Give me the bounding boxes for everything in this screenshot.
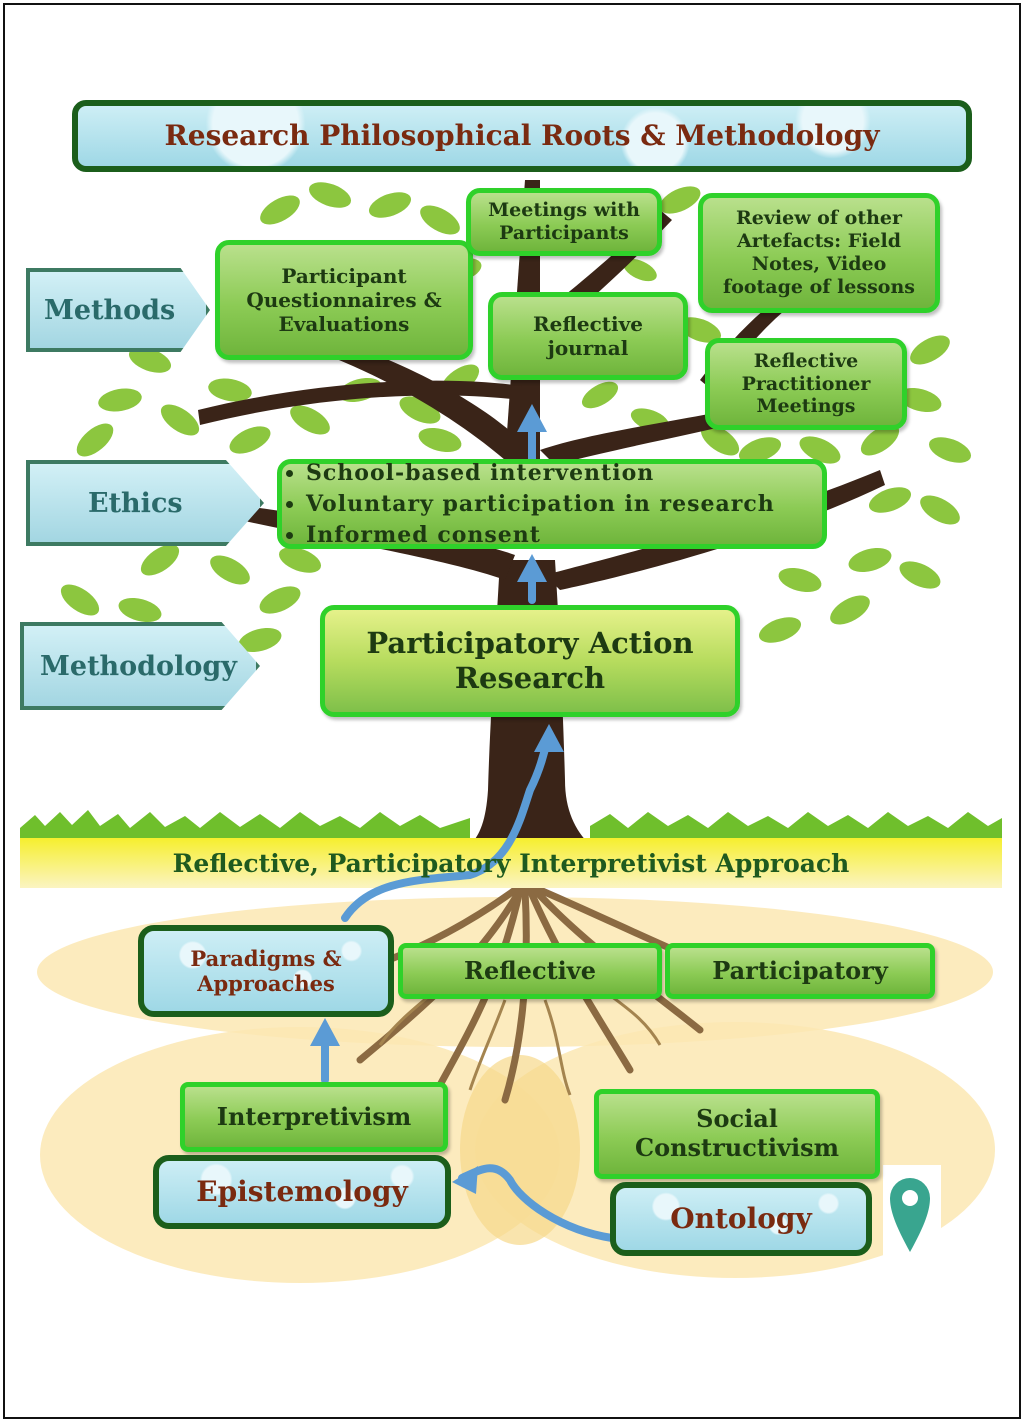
arrow-heads [310, 404, 564, 1194]
diagram-title-text: Research Philosophical Roots & Methodolo… [164, 119, 880, 153]
meetings-text: Meetings with Participants [488, 199, 640, 244]
paradigms-box: Paradigms & Approaches [138, 925, 394, 1017]
epistemology-box: Epistemology [153, 1155, 451, 1229]
review-artefacts-box: Review of other Artefacts: Field Notes, … [698, 193, 940, 313]
methodology-banner: Methodology [20, 622, 260, 710]
interpretivism-text: Interpretivism [216, 1101, 412, 1131]
methodology-text: Participatory Action Research [366, 626, 694, 695]
ontology-box: Ontology [610, 1182, 872, 1256]
location-pin-icon [883, 1165, 941, 1260]
page-frame [3, 3, 1021, 1419]
diagram-title: Research Philosophical Roots & Methodolo… [72, 100, 972, 172]
methods-banner: Methods [26, 268, 210, 352]
ontology-text: Ontology [670, 1202, 812, 1236]
participatory-paradigm-text: Participatory [712, 955, 888, 985]
methodology-box: Participatory Action Research [320, 605, 740, 717]
practitioner-meetings-box: Reflective Practitioner Meetings [705, 338, 907, 430]
questionnaires-text: Participant Questionnaires & Evaluations [246, 264, 442, 336]
methods-label: Methods [44, 294, 176, 326]
reflective-journal-box: Reflective journal [488, 292, 688, 380]
review-artefacts-text: Review of other Artefacts: Field Notes, … [723, 207, 915, 298]
ethics-label: Ethics [88, 487, 183, 519]
ethics-item: Voluntary participation in research [306, 489, 775, 520]
meetings-box: Meetings with Participants [466, 188, 662, 256]
methodology-label: Methodology [40, 650, 237, 682]
interpretivism-box: Interpretivism [180, 1082, 448, 1152]
ethics-list: School-based intervention Voluntary part… [286, 458, 775, 551]
ethics-item: Informed consent [306, 520, 775, 551]
paradigms-text: Paradigms & Approaches [190, 945, 342, 996]
reflective-paradigm-text: Reflective [464, 955, 596, 985]
ethics-item: School-based intervention [306, 458, 775, 489]
questionnaires-box: Participant Questionnaires & Evaluations [215, 240, 473, 360]
epistemology-text: Epistemology [196, 1175, 408, 1209]
reflective-paradigm-box: Reflective [398, 943, 662, 999]
social-constructivism-box: Social Constructivism [594, 1089, 880, 1179]
participatory-paradigm-box: Participatory [665, 943, 935, 999]
practitioner-meetings-text: Reflective Practitioner Meetings [741, 349, 871, 418]
reflective-journal-text: Reflective journal [533, 312, 643, 360]
approach-label: Reflective, Participatory Interpretivist… [172, 848, 850, 878]
ethics-box: School-based intervention Voluntary part… [277, 459, 827, 549]
tree-leaves [60, 182, 972, 653]
social-constructivism-text: Social Constructivism [634, 1104, 840, 1162]
grass [20, 810, 1002, 840]
ethics-banner: Ethics [26, 460, 264, 546]
